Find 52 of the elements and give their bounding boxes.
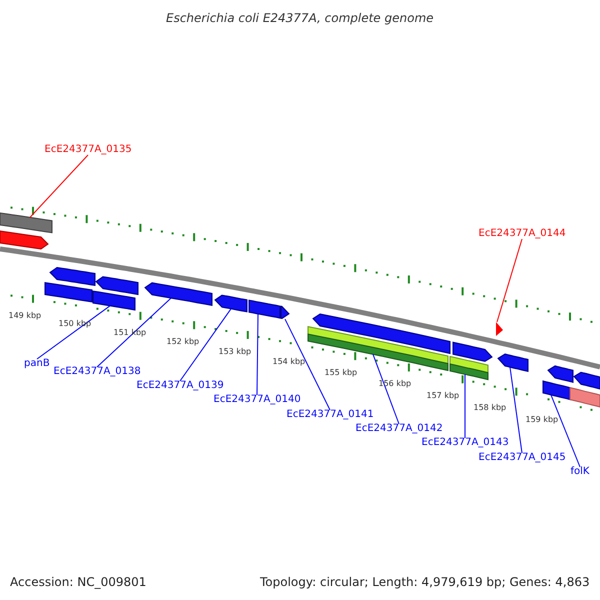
gene-feature	[280, 306, 290, 319]
leader-line	[30, 154, 88, 218]
gene-label: EcE24377A_0142	[356, 424, 443, 434]
gene-feature	[573, 372, 600, 390]
leader-line	[284, 318, 330, 410]
gene-label: panB	[24, 359, 50, 369]
gene-label: folK	[570, 467, 590, 477]
gene-feature	[452, 342, 493, 362]
gene-feature	[542, 380, 570, 400]
scale-label: 155 kbp	[324, 369, 358, 377]
gene-label: EcE24377A_0141	[286, 410, 374, 420]
leader-line	[510, 366, 522, 454]
scale-label: 153 kbp	[218, 348, 252, 356]
marker-triangle	[496, 322, 503, 336]
gene-label: EcE24377A_0140	[214, 395, 301, 405]
scale-label: 157 kbp	[426, 392, 460, 400]
scale-label: 154 kbp	[272, 358, 306, 366]
leader-line	[96, 298, 172, 368]
leader-line	[372, 354, 400, 424]
leader-line	[256, 313, 258, 396]
scale-label: 158 kbp	[474, 404, 506, 412]
title: Escherichia coli E24377A, complete genome	[166, 12, 434, 24]
leader-line	[550, 394, 580, 468]
gene-feature	[95, 276, 138, 296]
scale-label: 159 kbp	[526, 416, 558, 424]
leader-line	[496, 238, 522, 322]
accession-text: Accession: NC_009801	[10, 576, 146, 588]
leader-line	[464, 374, 466, 438]
gene-feature	[144, 282, 212, 306]
gene-feature	[312, 313, 450, 354]
genome-info-text: Topology: circular; Length: 4,979,619 bp; Genes: 4,863	[260, 576, 590, 588]
gene-label: EcE24377A_0143	[422, 438, 509, 448]
scale-label: 149 kbp	[8, 312, 42, 320]
gene-feature	[44, 282, 92, 302]
gene-feature	[214, 294, 248, 312]
gene-label: EcE24377A_0138	[54, 367, 141, 377]
gene-feature	[248, 300, 280, 319]
gene-feature	[450, 356, 488, 380]
gene-label: EcE24377A_0145	[478, 453, 566, 463]
gene-label: EcE24377A_0139	[136, 381, 224, 391]
gene-label: EcE24377A_0135	[44, 145, 132, 155]
leader-line	[180, 308, 232, 382]
gene-feature	[0, 212, 52, 234]
gene-feature	[0, 230, 49, 250]
gene-feature	[497, 353, 528, 372]
leader-line	[36, 305, 110, 360]
gene-feature	[92, 290, 136, 311]
gene-label: EcE24377A_0144	[478, 229, 566, 239]
scale-label: 152 kbp	[166, 338, 200, 346]
gene-feature	[49, 266, 96, 286]
gene-feature	[547, 365, 574, 383]
gene-feature	[570, 386, 600, 408]
